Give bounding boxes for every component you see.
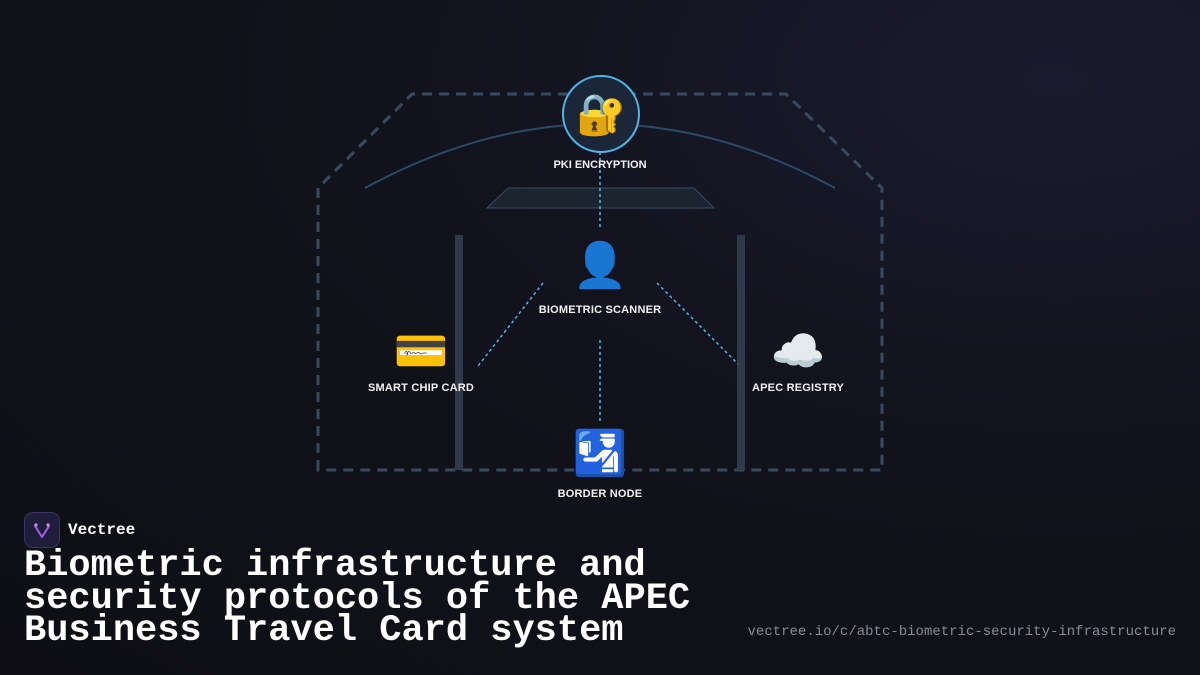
pki-encryption-node: 🔐 [562, 75, 640, 153]
smart-chip-card-node: 💳 SMART CHIP CARD [367, 327, 475, 395]
left-pillar [455, 235, 463, 470]
biometric-scanner-label: BIOMETRIC SCANNER [538, 304, 662, 316]
cloud-icon: ☁️ [770, 327, 826, 376]
connector-biometric-registry [656, 282, 739, 365]
biometric-scanner-node: 👤 BIOMETRIC SCANNER [538, 241, 662, 317]
platform [485, 187, 716, 209]
right-pillar [737, 235, 745, 470]
passport-control-icon: 🛂 [572, 429, 628, 478]
credit-card-icon: 💳 [393, 327, 449, 376]
connector-biometric-card [477, 282, 544, 367]
border-node: 🛂 BORDER NODE [557, 429, 643, 501]
vectree-logo-icon [24, 512, 60, 548]
apec-registry-label: APEC REGISTRY [751, 382, 845, 394]
lock-with-key-icon: 🔐 [576, 92, 626, 137]
page-title: Biometric infrastructure and security pr… [24, 545, 691, 652]
person-silhouette-icon: 👤 [572, 241, 628, 290]
building-outline [316, 92, 884, 472]
apec-registry-node: ☁️ APEC REGISTRY [751, 327, 845, 395]
smart-chip-card-label: SMART CHIP CARD [367, 382, 475, 394]
border-node-label: BORDER NODE [557, 488, 643, 500]
brand: Vectree [24, 512, 135, 548]
pki-encryption-label: PKI ENCRYPTION [553, 159, 647, 171]
source-url: vectree.io/c/abtc-biometric-security-inf… [747, 624, 1176, 640]
brand-name: Vectree [68, 521, 136, 539]
